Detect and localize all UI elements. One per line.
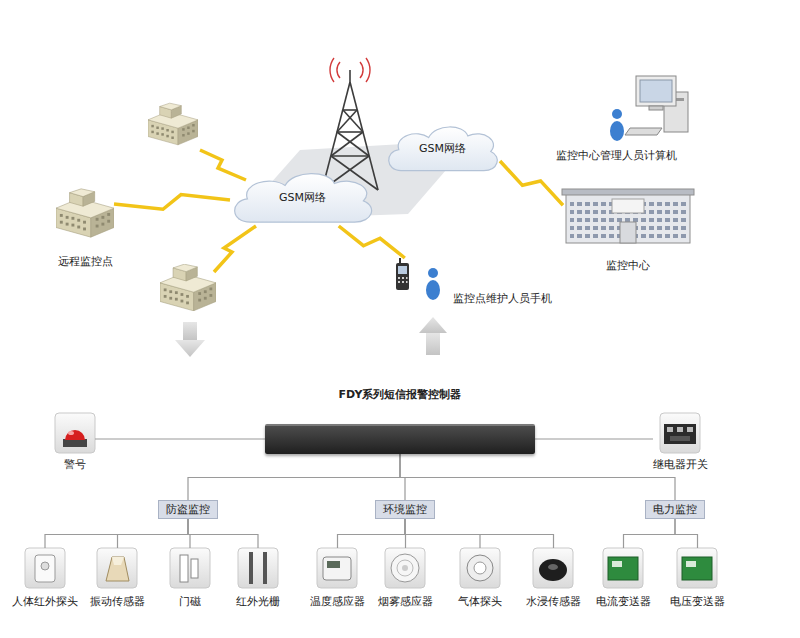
node-label: 远程监控点 bbox=[58, 255, 113, 268]
sensor-node: 电压变送器 bbox=[670, 548, 725, 608]
node-label: 警号 bbox=[64, 458, 86, 471]
node-label: 温度感应器 bbox=[310, 595, 365, 608]
phone-icon bbox=[396, 258, 440, 300]
icon-area bbox=[661, 413, 701, 453]
node-label: 水浸传感器 bbox=[526, 595, 581, 608]
node-label: 电力监控 bbox=[653, 503, 697, 516]
icon-area bbox=[170, 548, 210, 588]
maintenance-phone: 监控点维护人员手机 bbox=[392, 258, 552, 298]
center-building bbox=[562, 189, 694, 243]
node-label: 人体红外探头 bbox=[12, 595, 78, 608]
wire-line bbox=[405, 519, 480, 548]
network-cloud: GSM网络 bbox=[230, 168, 375, 226]
controller-device bbox=[265, 424, 535, 454]
node-label: 继电器开关 bbox=[653, 458, 708, 471]
group-box: 电力监控 bbox=[645, 500, 705, 519]
icon-area bbox=[56, 188, 114, 238]
node-label: 防盗监控 bbox=[166, 503, 210, 516]
icon-area bbox=[563, 183, 693, 245]
icon-area bbox=[460, 548, 500, 588]
icon-area bbox=[98, 548, 138, 588]
icon-area bbox=[534, 548, 574, 588]
sensor-icon bbox=[25, 548, 717, 588]
sensor-node: 气体探头 bbox=[458, 548, 502, 608]
node-label: 电流变送器 bbox=[596, 595, 651, 608]
wire-line bbox=[405, 519, 554, 548]
node-label: 电压变送器 bbox=[670, 595, 725, 608]
wire-line bbox=[188, 519, 258, 548]
node-label: 监控点维护人员手机 bbox=[453, 292, 552, 305]
node-label: GSM网络 bbox=[279, 191, 326, 204]
monitoring-center: 监控中心 bbox=[563, 183, 693, 272]
alarm-siren: 警号 bbox=[55, 413, 95, 471]
group-box: 防盗监控 bbox=[158, 500, 218, 519]
node-label: 门磁 bbox=[179, 595, 201, 608]
node-label: 气体探头 bbox=[458, 595, 502, 608]
node-label: 环境监控 bbox=[383, 503, 427, 516]
sensor-node: 振动传感器 bbox=[90, 548, 145, 608]
wireless-link bbox=[114, 195, 230, 210]
wireless-link bbox=[500, 161, 563, 205]
computer-icon bbox=[610, 76, 688, 141]
radio-tower bbox=[322, 58, 378, 190]
wire-line bbox=[188, 454, 400, 500]
wire-line bbox=[675, 519, 698, 548]
wire-line bbox=[45, 519, 188, 548]
network-cloud: GSM网络 bbox=[385, 122, 500, 174]
icon-area bbox=[238, 548, 278, 588]
icon-area bbox=[25, 548, 65, 588]
wireless-link bbox=[339, 226, 405, 258]
wire-line bbox=[118, 519, 189, 548]
node-label: 监控中心 bbox=[606, 259, 650, 272]
wire-line bbox=[95, 438, 265, 439]
sensor-node: 温度感应器 bbox=[310, 548, 365, 608]
flow-arrow bbox=[175, 317, 447, 357]
wire-line bbox=[400, 454, 675, 500]
icon-area bbox=[546, 72, 686, 145]
relay-icon bbox=[660, 413, 700, 453]
sensor-node: 门磁 bbox=[170, 548, 210, 608]
sensor-node: 电流变送器 bbox=[596, 548, 651, 608]
node-label: GSM网络 bbox=[419, 142, 466, 155]
node-label: 振动传感器 bbox=[90, 595, 145, 608]
sensor-node: 烟雾感应器 bbox=[378, 548, 433, 608]
node-label: 监控中心管理人员计算机 bbox=[556, 149, 677, 162]
node-label: 红外光栅 bbox=[236, 595, 280, 608]
remote-site: 远程监控点 bbox=[56, 188, 114, 268]
group-box: 环境监控 bbox=[375, 500, 435, 519]
node-label: 烟雾感应器 bbox=[378, 595, 433, 608]
wire-line bbox=[624, 519, 676, 548]
sensor-node: 人体红外探头 bbox=[12, 548, 78, 608]
icon-area bbox=[604, 548, 644, 588]
icon-area bbox=[386, 548, 426, 588]
icon-area bbox=[392, 258, 447, 298]
sensor-node: 水浸传感器 bbox=[526, 548, 581, 608]
alarm-controller: FDY系列短信报警控制器 bbox=[265, 388, 535, 454]
node-label: FDY系列短信报警控制器 bbox=[339, 388, 462, 402]
icon-area bbox=[318, 548, 358, 588]
icon-area bbox=[55, 413, 95, 453]
sensor-node: 红外光栅 bbox=[236, 548, 280, 608]
wire-line bbox=[338, 519, 406, 548]
icon-area bbox=[678, 548, 718, 588]
relay-switch: 继电器开关 bbox=[653, 413, 708, 471]
operator-computer: 监控中心管理人员计算机 bbox=[546, 72, 686, 162]
wire-line bbox=[535, 438, 653, 439]
alarm-icon bbox=[55, 413, 95, 453]
